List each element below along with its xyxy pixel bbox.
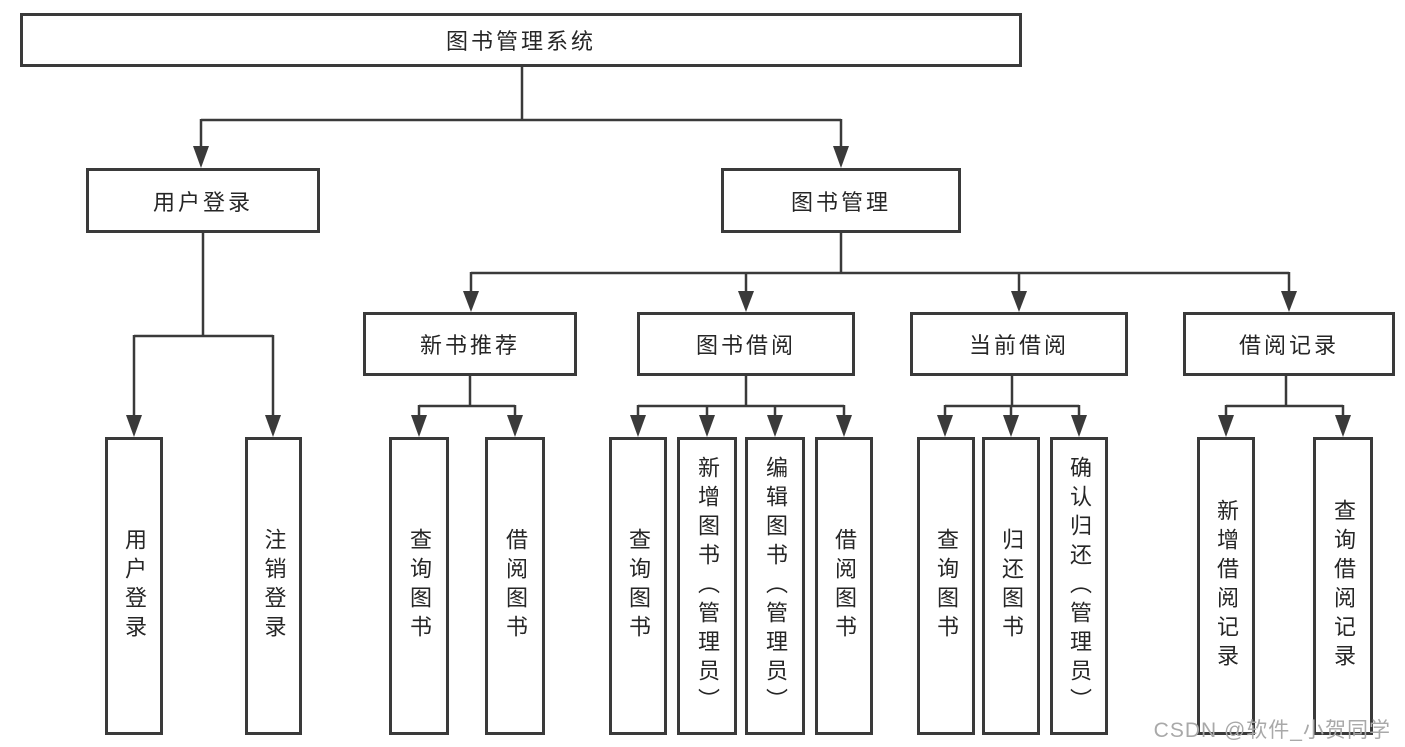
node-label: 图书管理 [790,189,891,215]
connector-borrowing-records-to-leaves [1218,376,1351,437]
connector-book-management-to-modules [463,233,1297,312]
leaf-add-book-admin: 新增图书（管理员） [677,437,737,735]
leaf-query-borrow-record: 查询借阅记录 [1313,437,1373,735]
node-label: 用户登录 [152,189,253,215]
node-label: 新书推荐 [419,333,520,358]
node-root-library-system: 图书管理系统 [20,13,1022,67]
csdn-watermark: CSDN @软件_小贺同学 [1153,719,1391,742]
leaf-edit-book-admin: 编辑图书（管理员） [745,437,805,735]
node-label: 当前借阅 [968,333,1069,358]
node-label: 归还图书 [999,528,1024,644]
node-label: 新增图书（管理员） [695,455,720,717]
node-book-borrowing: 图书借阅 [637,312,855,376]
leaf-query-books-borrowing: 查询图书 [609,437,667,735]
node-borrowing-records: 借阅记录 [1183,312,1395,376]
connector-new-book-recommend-to-leaves [411,376,523,437]
node-user-login-branch: 用户登录 [86,168,320,233]
node-new-book-recommend: 新书推荐 [363,312,577,376]
node-label: 编辑图书（管理员） [763,455,788,717]
node-label: 新增借阅记录 [1214,499,1239,673]
node-label: 图书借阅 [695,333,796,358]
leaf-user-login: 用户登录 [105,437,163,735]
leaf-query-books-recommend: 查询图书 [389,437,449,735]
node-label: 借阅记录 [1238,333,1339,358]
connector-current-borrowing-to-leaves [937,376,1087,437]
leaf-add-borrow-record: 新增借阅记录 [1197,437,1255,735]
node-label: 用户登录 [122,528,147,644]
node-label: 查询图书 [407,528,432,644]
connector-book-borrowing-to-leaves [630,376,852,437]
node-label: 图书管理系统 [445,29,596,54]
node-label: 查询图书 [934,528,959,644]
node-label: 查询图书 [626,528,651,644]
node-label: 查询借阅记录 [1331,499,1356,673]
node-label: 注销登录 [261,528,287,644]
leaf-borrow-books: 借阅图书 [815,437,873,735]
node-book-management-branch: 图书管理 [721,168,961,233]
node-label: 借阅图书 [503,528,528,644]
node-current-borrowing: 当前借阅 [910,312,1128,376]
leaf-query-books-current: 查询图书 [917,437,975,735]
connector-user-login-to-leaves [126,233,281,437]
leaf-confirm-return-admin: 确认归还（管理员） [1050,437,1108,735]
leaf-return-books: 归还图书 [982,437,1040,735]
leaf-borrow-books-recommend: 借阅图书 [485,437,545,735]
connector-root-to-branches [193,67,849,168]
node-label: 确认归还（管理员） [1067,455,1092,717]
node-label: 借阅图书 [832,528,857,644]
leaf-logout: 注销登录 [245,437,302,735]
